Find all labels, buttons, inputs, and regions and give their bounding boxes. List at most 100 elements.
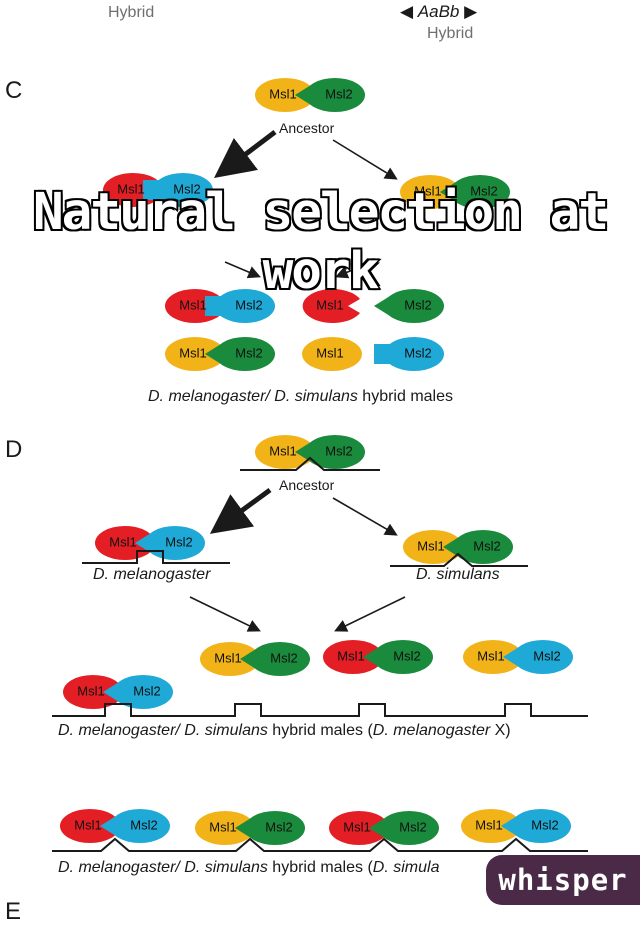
caption-d1-species2: D. melanogaster — [372, 722, 491, 739]
panel-letter-d: D — [5, 436, 23, 463]
dna-ancestor — [240, 456, 380, 471]
msl2-label: Msl2 — [404, 345, 431, 360]
hybrid-label-left: Hybrid — [108, 4, 155, 21]
msl-complex: Msl1 Msl2 — [95, 526, 205, 560]
msl-complex: Msl1 Msl2 — [165, 289, 275, 323]
arrow — [332, 139, 398, 180]
msl2-label: Msl2 — [325, 443, 352, 458]
msl1-protein — [463, 640, 523, 674]
msl-complex: Msl1 Msl2 — [302, 337, 444, 371]
msl1-label: Msl1 — [343, 819, 370, 834]
msl2-label: Msl2 — [235, 345, 262, 360]
msl2-protein — [110, 809, 170, 843]
msl1-protein — [461, 809, 521, 843]
msl2-tip — [235, 818, 251, 838]
msl2-label: Msl2 — [173, 181, 200, 196]
msl2-protein — [215, 337, 275, 371]
msl-complex: Msl1 Msl2 — [63, 675, 173, 709]
msl2-label: Msl2 — [165, 534, 192, 549]
arrow — [209, 487, 272, 534]
msl-complex: Msl1 Msl2 — [323, 640, 433, 674]
hybrid-label-right: Hybrid — [427, 25, 474, 42]
msl1-protein — [255, 435, 315, 469]
caption-d1: D. melanogaster/ D. simulans hybrid male… — [58, 722, 511, 740]
dna-simulans — [390, 552, 528, 567]
arrow — [335, 261, 373, 279]
msl1-label: Msl1 — [414, 183, 441, 198]
msl2-tip — [135, 533, 151, 553]
caption-d2-species2: D. simula — [372, 859, 440, 876]
msl2-protein — [153, 173, 213, 207]
msl1-protein — [302, 337, 362, 371]
caption-c: D. melanogaster/ D. simulans hybrid male… — [148, 388, 453, 406]
species-label-simulans: D. simulans — [416, 566, 500, 583]
arrow — [332, 497, 398, 536]
msl2-label: Msl2 — [393, 648, 420, 663]
msl2-protein — [384, 337, 444, 371]
msl1-protein — [403, 530, 463, 564]
msl2-protein — [373, 640, 433, 674]
genotype-label: ◀ AaBb ▶ — [400, 2, 478, 21]
msl1-protein — [329, 811, 389, 845]
caption-d2: D. melanogaster/ D. simulans hybrid male… — [58, 859, 439, 877]
msl1-protein — [63, 675, 123, 709]
msl2-protein — [113, 675, 173, 709]
panel-letter-c: C — [5, 77, 23, 104]
caption-d2-species: D. melanogaster/ D. simulans — [58, 859, 268, 876]
msl2-tip — [103, 682, 119, 702]
msl1-label: Msl1 — [214, 650, 241, 665]
caption-c-species: D. melanogaster/ D. simulans — [148, 388, 358, 405]
msl2-label: Msl2 — [531, 817, 558, 832]
msl2-label: Msl2 — [473, 538, 500, 553]
ancestor-label-c: Ancestor — [279, 120, 335, 136]
msl2-tip — [440, 182, 456, 202]
msl-complex: Msl1 Msl2 — [60, 809, 170, 843]
msl2-label: Msl2 — [270, 650, 297, 665]
msl2-tip — [503, 647, 519, 667]
msl1-protein — [400, 175, 460, 209]
msl2-tip — [295, 85, 311, 105]
msl2-label: Msl2 — [399, 819, 426, 834]
arrow — [189, 596, 261, 632]
ancestor-label-d: Ancestor — [279, 477, 335, 493]
msl1-protein — [60, 809, 120, 843]
msl1-protein — [302, 289, 360, 323]
msl2-protein — [250, 642, 310, 676]
msl2-tip — [100, 816, 116, 836]
msl1-label: Msl1 — [74, 817, 101, 832]
msl2-protein — [511, 809, 571, 843]
msl1-label: Msl1 — [179, 297, 206, 312]
species-label-melanogaster: D. melanogaster — [93, 566, 211, 583]
dna-hybrid-mel-x — [52, 703, 588, 717]
msl2-protein — [215, 289, 275, 323]
msl2-protein — [450, 175, 510, 209]
msl2-label: Msl2 — [130, 817, 157, 832]
msl1-label: Msl1 — [477, 648, 504, 663]
msl1-label: Msl1 — [337, 648, 364, 663]
msl1-label: Msl1 — [109, 534, 136, 549]
caption-d2-text: hybrid males ( — [267, 859, 373, 876]
msl1-label: Msl1 — [316, 345, 343, 360]
msl1-label: Msl1 — [417, 538, 444, 553]
msl2-label: Msl2 — [133, 683, 160, 698]
msl1-label: Msl1 — [316, 297, 343, 312]
msl2-label: Msl2 — [235, 297, 262, 312]
arrow — [334, 596, 406, 632]
msl1-protein — [195, 811, 255, 845]
msl2-tip — [501, 816, 517, 836]
watermark-logo: whisper — [498, 863, 628, 897]
caption-c-text: hybrid males — [357, 388, 454, 405]
msl2-tip — [205, 344, 221, 364]
msl2-tip — [295, 442, 311, 462]
dna-melanogaster — [82, 550, 230, 564]
msl1-label: Msl1 — [77, 683, 104, 698]
